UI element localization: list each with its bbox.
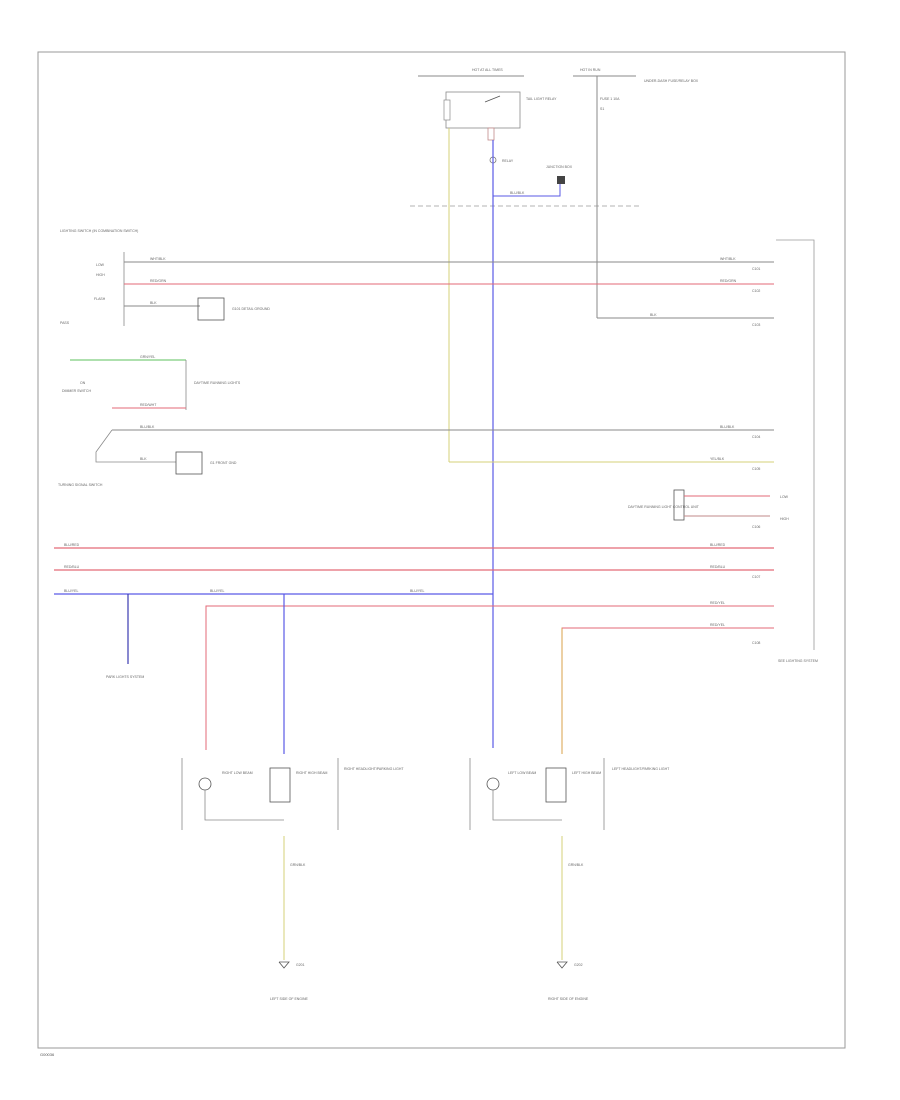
daytime-unit-icon [673,489,685,521]
relay-coil-icon [443,99,451,121]
conn-label-0: C101 [752,267,760,271]
conn-label-7: C108 [752,641,760,645]
wire-label-w11: BLU/YEL [64,589,78,593]
right-high-beam-bulb-icon [269,767,291,803]
ground-label-1: G101 DETAIL GROUND [232,307,270,311]
wire-label-w9-right: RED/BLU [710,565,726,569]
dimmer-relay-label: DAYTIME RUNNING LIGHTS [194,381,241,385]
daytime-low-label: LOW [780,495,789,499]
left-high-beam-bulb-icon [545,767,567,803]
left-bulb-label: RIGHT LOW BEAM [222,771,253,775]
ground-connector-icon [197,297,225,321]
junction-icon [557,176,565,184]
wire-label-w8: BLU/RED [64,543,80,547]
conn-label-4: C105 [752,467,760,471]
wire-label-w5: RED/WHT [140,403,157,407]
wire-label-w7: YEL/BLK [710,457,725,461]
dimmer-position-label: ON [80,381,86,385]
daytime-label: DAYTIME RUNNING LIGHT CONTROL UNIT [628,505,700,509]
right-assembly-ground-path [492,790,562,821]
wire-label-w10: RED/YEL [710,601,725,605]
wire-label-w3: BLK [150,301,157,305]
relay-ref-label: RELAY [502,159,514,163]
conn-label-1: C102 [752,289,760,293]
wire-label-w1-right: WHT/BLK [720,257,736,261]
relay-contact-icon [484,95,501,103]
ground-left-icon [278,961,290,969]
turn-switch-contact [95,429,176,463]
conn-label-3: C104 [752,435,760,439]
wire-label-w6: BLU/BLK [140,425,155,429]
wire-label-w4: GRN/YEL [140,355,155,359]
left-assembly-ground-path [204,790,284,821]
footer-code: G00036 [40,1052,55,1057]
right-assembly-label: LEFT HEADLIGHT/PARKING LIGHT [612,767,670,771]
right-boundary [776,239,815,650]
conn-label-6: C107 [752,575,760,579]
fuse-left-label: HOT AT ALL TIMES [472,68,503,72]
sub-ground-label: PARK LIGHTS SYSTEM [106,675,144,679]
ground-right-icon [556,961,568,969]
tail-light-relay-box [445,91,521,129]
wire-label-w6-right: BLU/BLK [720,425,735,429]
fuse-right-label: HOT IN RUN [580,68,601,72]
left-assembly-label: RIGHT HEADLIGHT/PARKING LIGHT [344,767,404,771]
gray-wire-label: S1 [600,107,604,111]
junction-wire [493,184,561,197]
relay-fuse-label: FUSE 1 10A [600,97,620,101]
turn-switch-label: TURNING SIGNAL SWITCH [58,483,103,487]
wire-label-w8-right: BLU/RED [710,543,726,547]
right-main-label: SEE LIGHTING SYSTEM [778,659,818,663]
fuse-block-label: UNDER-DASH FUSE/RELAY BOX [644,79,699,83]
right-bulb-label: LEFT LOW BEAM [508,771,536,775]
wire-red-feed-lower [205,605,774,750]
left-low-beam-bulb-icon [486,777,500,791]
wire-label-w11-b: BLU/YEL [210,589,224,593]
right-ground-label: G202 [574,963,583,967]
diagram-frame [37,51,846,1049]
junction-wire-label: BLU/BLK [510,191,525,195]
daytime-high-label: HIGH [780,517,789,521]
wire-label-w11-c: BLU/YEL [410,589,424,593]
wire-label-w12-left: GRN/BLK [290,863,306,867]
dimmer-switch-label: DIMMER SWITCH [62,389,91,393]
ground-label-2: G1 FRONT GND [210,461,237,465]
right-ground-sub: RIGHT SIDE OF ENGINE [548,997,589,1001]
wire-orange-feed [561,627,774,754]
wire-label-w10-b: RED/YEL [710,623,725,627]
wire-label-w2-right: RED/GRN [720,279,737,283]
wire-label-w9: RED/BLU [64,565,80,569]
right-bulb2-label: LEFT HIGH BEAM [572,771,601,775]
low-position-label: LOW [96,263,105,267]
headlight-switch-label: LIGHTING SWITCH (IN COMBINATION SWITCH) [60,229,138,233]
fuse-icon [487,127,495,141]
high-position-label: HIGH [96,273,105,277]
wire-label-w1: WHT/BLK [150,257,166,261]
junction-label: JUNCTION BOX [546,165,573,169]
right-low-beam-bulb-icon [198,777,212,791]
ground-connector-2-icon [175,451,203,475]
wire-label-w3-right: BLK [650,313,657,317]
conn-label-5: C106 [752,525,760,529]
conn-label-2: C103 [752,323,760,327]
left-ground-label: G201 [296,963,305,967]
wire-label-w2: RED/GRN [150,279,167,283]
relay-label: TAIL LIGHT RELAY [526,97,557,101]
left-ground-sub: LEFT SIDE OF ENGINE [270,997,309,1001]
pass-position-label: PASS [60,321,70,325]
wire-label-w12-right: GRN/BLK [568,863,584,867]
wire-label-w3-b: BLK [140,457,147,461]
flash-position-label: FLASH [94,297,106,301]
left-bulb2-label: RIGHT HIGH BEAM [296,771,328,775]
